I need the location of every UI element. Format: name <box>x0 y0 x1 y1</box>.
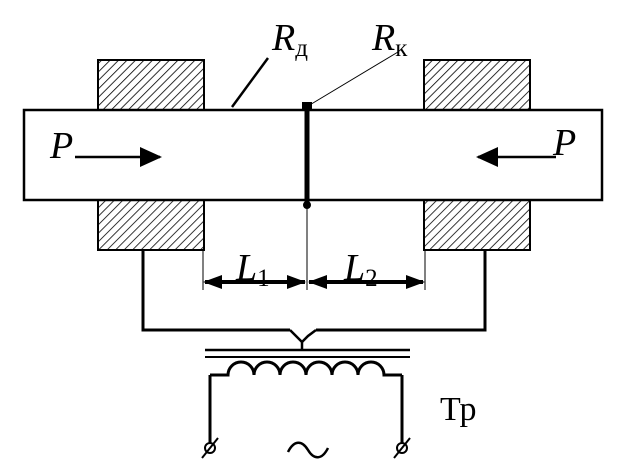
rk-label-sub: к <box>395 35 408 62</box>
transformer-label: Тр <box>440 391 476 428</box>
dim-arrow-l2-left <box>308 275 327 289</box>
terminal-right-slash <box>393 437 411 459</box>
wire-left <box>141 250 290 332</box>
rod-left <box>22 108 309 202</box>
electrode-top-left <box>97 59 205 111</box>
wire-right <box>316 250 487 332</box>
rk-label-main: R <box>371 17 395 59</box>
rd-leader <box>230 57 270 108</box>
force-label-right: P <box>552 122 576 164</box>
electrode-bottom-right <box>423 199 531 251</box>
l1-label: L1 <box>235 247 270 292</box>
force-label-left: P <box>49 125 73 167</box>
dim-arrow-l1-left <box>203 275 222 289</box>
contact-dot-top <box>302 102 312 110</box>
force-arrowhead-left <box>140 147 162 167</box>
ac-symbol-icon <box>286 441 330 459</box>
wire-junction <box>289 329 317 344</box>
rk-leader <box>307 51 399 107</box>
rd-label-main: R <box>271 17 295 59</box>
force-arrowhead-right <box>476 147 498 167</box>
rk-label: Rк <box>371 17 408 62</box>
dim-arrow-l1-right <box>287 275 306 289</box>
rd-label: Rд <box>271 17 308 62</box>
l1-label-sub: 1 <box>257 265 270 292</box>
dim-arrow-l2-right <box>406 275 425 289</box>
electrode-bottom-left <box>97 199 205 251</box>
l2-label-main: L <box>343 247 365 289</box>
l2-label-sub: 2 <box>365 265 378 292</box>
electrode-top-right <box>423 59 531 111</box>
ac-symbol-text: ~ <box>0 0 1 1</box>
terminal-left-slash <box>201 437 219 459</box>
rd-label-sub: д <box>295 35 308 62</box>
transformer-winding <box>210 360 402 377</box>
l1-label-main: L <box>235 247 257 289</box>
l2-label: L2 <box>343 247 378 292</box>
rod-right <box>305 108 604 202</box>
